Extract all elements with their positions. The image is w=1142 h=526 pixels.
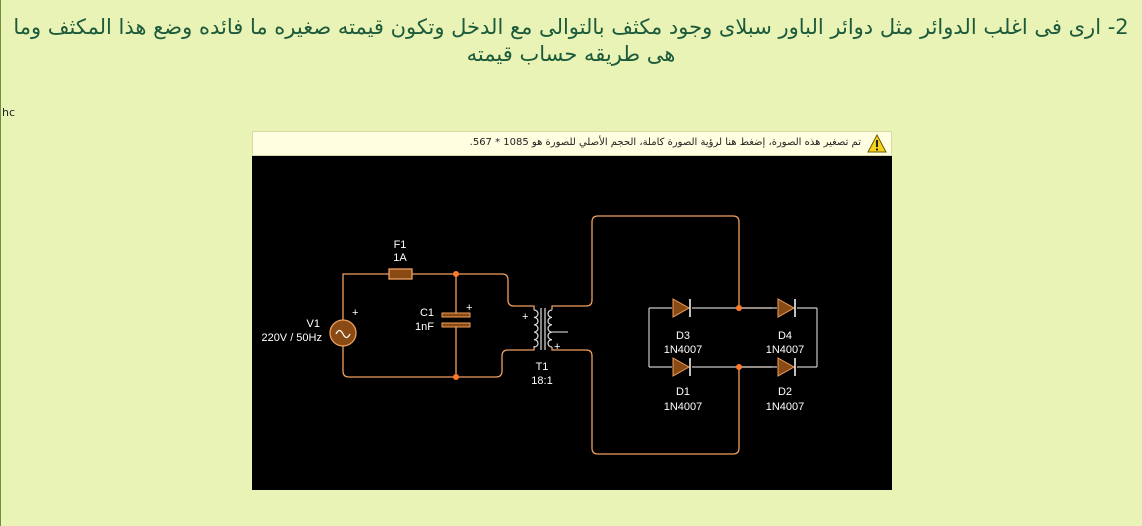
diode-d2-part: 1N4007 bbox=[766, 401, 805, 413]
fuse-value: 1A bbox=[393, 252, 407, 264]
junction-nodes bbox=[453, 271, 742, 380]
ac-source-v1 bbox=[329, 319, 357, 347]
fuse-name: F1 bbox=[394, 239, 407, 251]
image-notice-text: تم تصغير هذه الصورة، إضغط هنا لرؤية الصو… bbox=[469, 137, 861, 148]
capacitor-value: 1nF bbox=[415, 321, 434, 333]
source-value: 220V / 50Hz bbox=[261, 332, 322, 344]
bridge-wires bbox=[648, 307, 818, 368]
user-tag: hc bbox=[2, 106, 16, 119]
diode-d4-name: D4 bbox=[778, 330, 792, 342]
image-resize-notice[interactable]: تم تصغير هذه الصورة، إضغط هنا لرؤية الصو… bbox=[252, 131, 892, 156]
source-plus: + bbox=[352, 307, 358, 319]
left-border bbox=[0, 0, 1, 526]
transformer-plus-primary: + bbox=[522, 311, 528, 323]
circuit-schematic: + V1 220V / 50Hz F1 1A + C1 1nF + + T1 bbox=[261, 215, 818, 455]
capacitor-plus: + bbox=[466, 302, 472, 314]
diode-d3-part: 1N4007 bbox=[664, 344, 703, 356]
transformer-name: T1 bbox=[536, 361, 549, 373]
diode-d1-part: 1N4007 bbox=[664, 401, 703, 413]
capacitor-c1 bbox=[441, 312, 471, 328]
diode-d3 bbox=[672, 298, 691, 318]
diode-d1-name: D1 bbox=[676, 386, 690, 398]
diode-d2 bbox=[777, 357, 796, 377]
source-name: V1 bbox=[307, 318, 320, 330]
circuit-diagram-image[interactable]: + V1 220V / 50Hz F1 1A + C1 1nF + + T1 bbox=[252, 156, 892, 490]
warning-icon bbox=[867, 134, 887, 153]
capacitor-name: C1 bbox=[420, 307, 434, 319]
diode-d2-name: D2 bbox=[778, 386, 792, 398]
primary-wires bbox=[342, 273, 520, 378]
diode-d4 bbox=[777, 298, 796, 318]
diode-d4-part: 1N4007 bbox=[766, 344, 805, 356]
transformer-plus-secondary: + bbox=[554, 341, 560, 353]
secondary-wires bbox=[570, 215, 772, 455]
fuse-f1 bbox=[388, 268, 413, 280]
transformer-t1 bbox=[520, 305, 570, 351]
transformer-ratio: 18:1 bbox=[531, 375, 552, 387]
diode-d1 bbox=[672, 357, 691, 377]
diode-d3-name: D3 bbox=[676, 330, 690, 342]
question-text: 2- ارى فى اغلب الدوائر مثل دوائر الباور … bbox=[13, 15, 1129, 66]
